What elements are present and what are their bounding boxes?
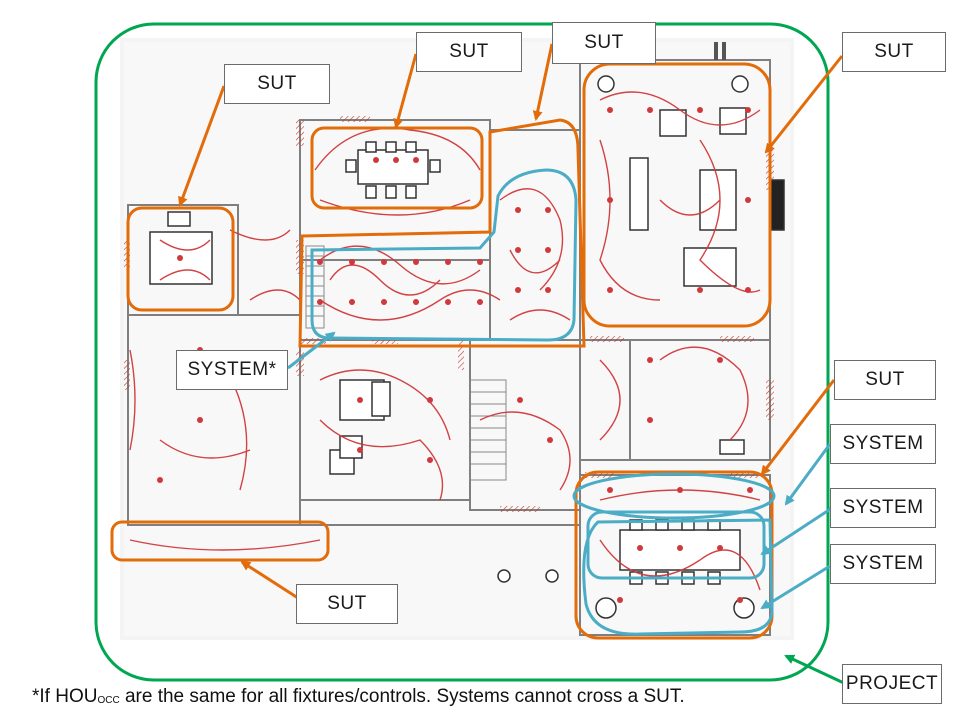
- sut-label-6: SUT: [296, 584, 398, 624]
- arrow-sut-dining-top: [393, 53, 418, 129]
- arrow-project: [784, 654, 847, 686]
- sut-label-3: SUT: [552, 22, 656, 64]
- system-outline-dining-bottom: [582, 518, 774, 636]
- arrow-sut-dining-bottom: [760, 379, 836, 476]
- sut-label-5: SUT: [834, 360, 936, 400]
- system-outline-kitchen: [310, 168, 578, 342]
- system-outlines: [310, 168, 776, 636]
- sut-outlines: [110, 62, 774, 640]
- sut-outline-hall: [110, 520, 330, 562]
- system-label-1: SYSTEM: [830, 424, 936, 464]
- project-label: PROJECT: [842, 664, 942, 704]
- system-label-2: SYSTEM: [830, 488, 936, 528]
- arrow-system-star: [287, 331, 336, 370]
- arrow-system-3: [760, 564, 831, 610]
- arrow-sut-kitchen: [532, 43, 554, 121]
- sut-label-4: SUT: [842, 32, 946, 72]
- sut-outline-kitchen-nook: [126, 206, 235, 312]
- sut-label-1: SUT: [224, 64, 330, 104]
- system-label-3: SYSTEM: [830, 544, 936, 584]
- sut-outline-living: [582, 62, 772, 328]
- annotation-arrows: [178, 43, 847, 686]
- system-star-label: SYSTEM*: [176, 350, 288, 390]
- system-outline-dining-ring: [572, 472, 776, 520]
- arrow-sut-kitchen-nook: [178, 85, 226, 207]
- footnote-suffix: are the same for all fixtures/controls. …: [119, 686, 685, 707]
- sut-outline-kitchen: [298, 118, 586, 348]
- footnote-prefix: *If HOU: [32, 686, 98, 707]
- arrow-system-1: [784, 443, 832, 506]
- arrow-sut-hall: [240, 560, 299, 600]
- arrow-system-2: [760, 506, 833, 556]
- sut-label-2: SUT: [416, 32, 522, 72]
- system-outline-dining-table: [586, 510, 766, 580]
- footnote: *If HOUOCC are the same for all fixtures…: [32, 686, 685, 708]
- footnote-subscript: OCC: [97, 695, 120, 706]
- arrow-sut-living: [764, 55, 844, 154]
- project-boundary: [94, 22, 830, 682]
